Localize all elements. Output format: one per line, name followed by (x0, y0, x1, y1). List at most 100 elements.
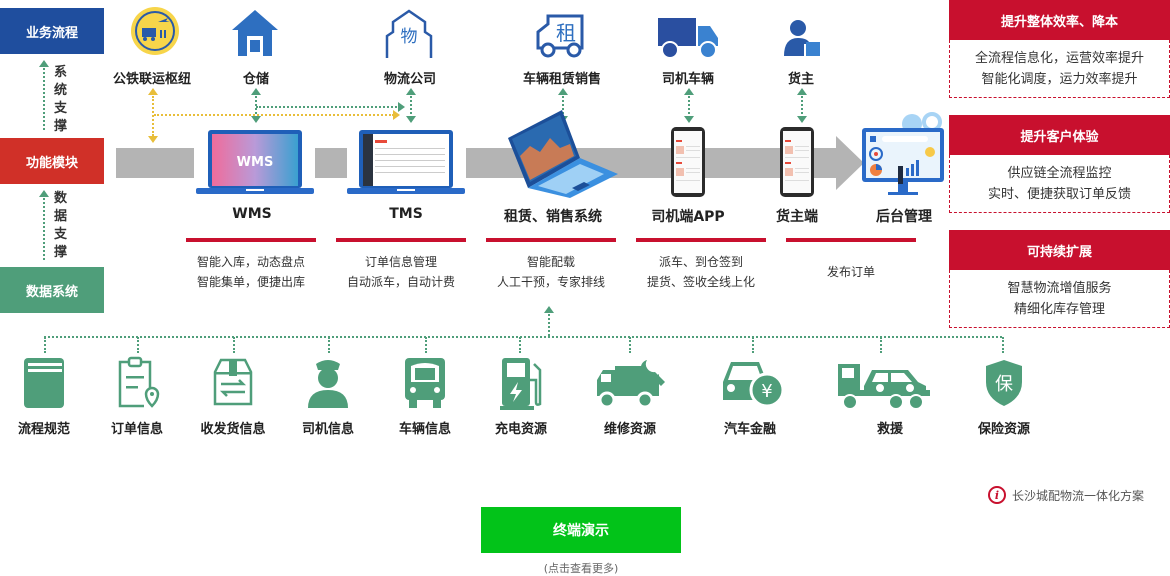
char: 支 (54, 227, 68, 242)
char: 统 (54, 83, 68, 98)
char: 系 (54, 65, 68, 80)
desc-line: 智能集单，便捷出库 (196, 275, 305, 289)
dotted-connector (688, 96, 690, 114)
dotted-connector (752, 337, 754, 353)
arrow-right-icon (393, 110, 400, 120)
system-name-admin: 后台管理 (876, 209, 932, 225)
char: 支 (54, 101, 68, 116)
dotted-connector (801, 96, 803, 114)
system-support-text: 系 统 支 撑 (54, 64, 68, 136)
wms-description: 智能入库，动态盘点 智能集单，便捷出库 (176, 252, 326, 292)
dotted-connector (629, 337, 631, 353)
label-data-system: 数据系统 (0, 267, 104, 313)
car-finance-icon: ¥ (723, 362, 785, 408)
shipper-app-phone-icon (780, 127, 814, 197)
data-support-text: 数 据 支 撑 (54, 190, 68, 262)
arrow-up-icon (797, 88, 807, 95)
dotted-connector (519, 337, 521, 353)
label-function-module: 功能模块 (0, 138, 104, 184)
dotted-connector (410, 96, 412, 114)
driver-app-phone-icon (671, 127, 705, 197)
dotted-connector (154, 114, 394, 116)
data-item-label: 订单信息 (110, 422, 164, 437)
desc-line: 智能配载 (526, 255, 575, 269)
terminal-demo-button[interactable]: 终端演示 (481, 507, 681, 553)
dotted-connector (43, 198, 45, 260)
arrow-up-icon (39, 60, 49, 67)
order-clipboard-icon (118, 356, 160, 408)
charging-station-icon (500, 358, 542, 410)
arrow-right-icon (398, 102, 405, 112)
benefit-body: 供应链全流程监控 实时、便捷获取订单反馈 (949, 155, 1170, 213)
desc-line: 发布订单 (826, 265, 875, 279)
arrow-up-icon (684, 88, 694, 95)
dotted-connector (1002, 337, 1004, 353)
entity-label-rail-hub: 公铁联运枢纽 (112, 72, 192, 87)
benefit-line: 智慧物流增值服务 (1007, 280, 1112, 296)
system-name-driver-app: 司机端APP (651, 209, 725, 225)
dotted-connector (328, 337, 330, 353)
rental-sales-laptop-icon (508, 110, 618, 198)
flow-arrowhead (836, 136, 864, 190)
arrow-down-icon (406, 116, 416, 123)
tms-laptop-icon (347, 130, 465, 194)
insurance-shield-icon: 保 (986, 360, 1022, 406)
benefit-line: 全流程信息化，运营效率提升 (974, 50, 1144, 66)
info-icon: i (988, 486, 1006, 504)
desc-line: 自动派车，自动计费 (346, 275, 455, 289)
truck-icon (658, 18, 718, 59)
book-icon (24, 358, 64, 408)
arrow-down-icon (684, 116, 694, 123)
system-name-tms: TMS (389, 206, 423, 222)
data-item-label: 收发货信息 (200, 422, 266, 437)
dotted-connector (880, 337, 882, 353)
char: 数 (54, 191, 68, 206)
bus-icon (405, 358, 445, 408)
svg-text:WMS: WMS (237, 155, 274, 170)
dotted-connector (44, 337, 46, 353)
dotted-connector (562, 96, 564, 114)
solution-note: i 长沙城配物流一体化方案 (988, 486, 1144, 504)
benefit-body: 全流程信息化，运营效率提升 智能化调度，运力效率提升 (949, 40, 1170, 98)
solution-note-text: 长沙城配物流一体化方案 (1012, 488, 1145, 503)
svg-text:保: 保 (995, 374, 1013, 395)
divider-bar (786, 238, 916, 242)
entity-label-driver-vehicle: 司机车辆 (661, 72, 715, 87)
data-item-label: 救援 (876, 422, 904, 437)
wms-laptop-icon: WMS (196, 130, 314, 194)
dotted-connector (548, 314, 550, 336)
desc-line: 派车、到仓签到 (658, 255, 743, 269)
tow-truck-icon (838, 364, 930, 410)
entity-label-warehouse: 仓储 (242, 72, 270, 87)
benefit-line: 供应链全流程监控 (1007, 165, 1112, 181)
benefit-card: 提升客户体验 供应链全流程监控 实时、便捷获取订单反馈 (949, 115, 1170, 213)
dotted-connector (152, 96, 154, 136)
svg-text:¥: ¥ (761, 381, 772, 402)
dotted-connector (255, 96, 257, 114)
data-item-label: 维修资源 (603, 422, 657, 437)
data-item-label: 流程规范 (17, 422, 71, 437)
data-item-label: 汽车金融 (723, 422, 777, 437)
char: 撑 (54, 119, 68, 134)
data-item-label: 充电资源 (494, 422, 548, 437)
benefit-title: 提升整体效率、降本 (949, 0, 1170, 40)
benefit-line: 实时、便捷获取订单反馈 (987, 186, 1131, 202)
rental-sales-description: 智能配载 人工干预，专家排线 (476, 252, 626, 292)
benefit-card: 可持续扩展 智慧物流增值服务 精细化库存管理 (949, 230, 1170, 328)
repair-truck-icon (597, 356, 665, 409)
arrow-down-icon (148, 136, 158, 143)
dotted-connector (425, 337, 427, 353)
benefit-title: 可持续扩展 (949, 230, 1170, 270)
arrow-up-icon (544, 306, 554, 313)
package-exchange-icon (213, 358, 253, 406)
demo-hint[interactable]: (点击查看更多) (543, 562, 619, 575)
rental-truck-icon: 租 (536, 14, 584, 58)
flow-bar (116, 148, 194, 178)
divider-bar (186, 238, 316, 242)
svg-text:物: 物 (401, 27, 418, 47)
warehouse-icon (232, 10, 278, 56)
divider-bar (336, 238, 466, 242)
arrow-up-icon (558, 88, 568, 95)
dotted-connector (256, 106, 400, 108)
data-item-label: 司机信息 (301, 422, 355, 437)
